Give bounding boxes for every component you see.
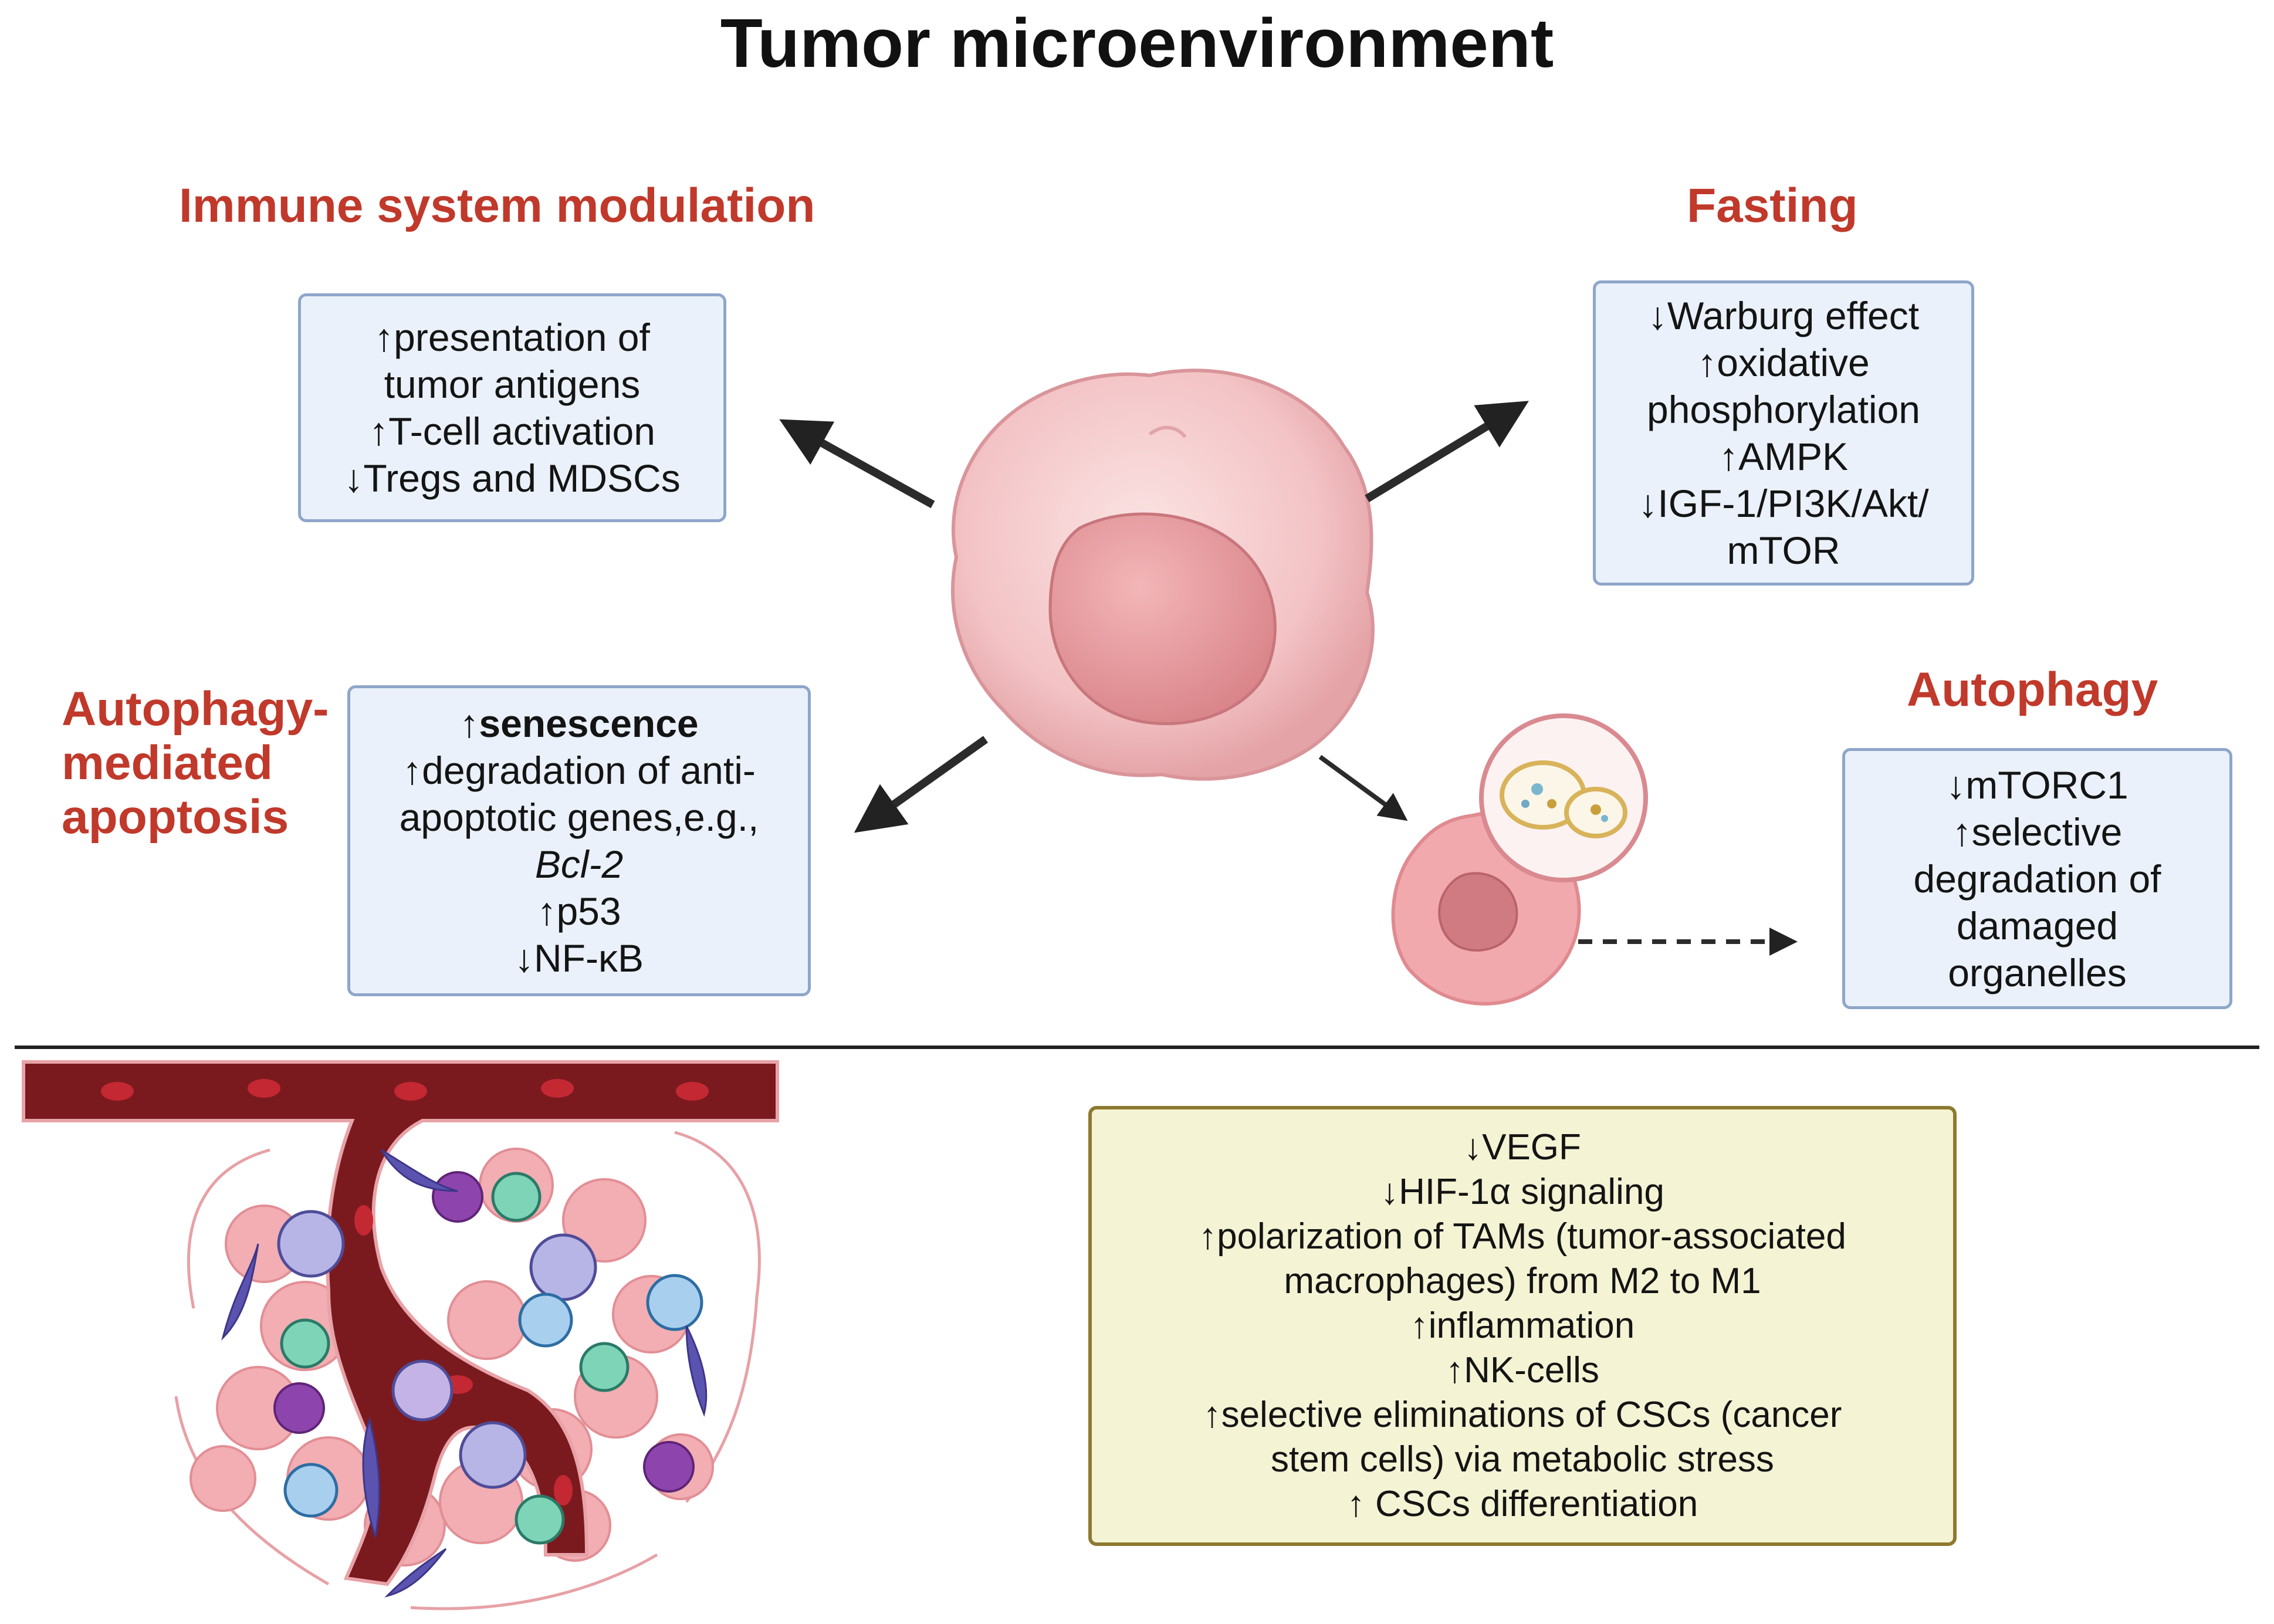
tme-line-4: macrophages) from M2 to M1 bbox=[1284, 1261, 1761, 1301]
tumor-microenvironment-illustration bbox=[22, 1060, 779, 1611]
fasting-heading: Fasting bbox=[1687, 179, 1858, 232]
tme-line-7: ↑selective eliminations of CSCs (cancer bbox=[1203, 1395, 1842, 1435]
tme-effects-box: ↓VEGF ↓HIF-1α signaling ↑polarization of… bbox=[1088, 1106, 1957, 1546]
autophagy-box: ↓mTORC1 ↑selective degradation of damage… bbox=[1842, 748, 2232, 1009]
fasting-line-5: ↓IGF-1/PI3K/Akt/ bbox=[1638, 482, 1929, 525]
tme-line-3: ↑polarization of TAMs (tumor-associated bbox=[1199, 1216, 1846, 1257]
autophagy-heading: Autophagy bbox=[1907, 663, 2158, 716]
page-title: Tumor microenvironment bbox=[720, 5, 1554, 82]
arrow-to-apoptosis bbox=[854, 736, 989, 833]
autophagosome-bubble-icon bbox=[1479, 713, 1648, 882]
apoptosis-line-3: apoptotic genes,e.g., bbox=[399, 796, 759, 839]
arrow-to-immune bbox=[779, 419, 935, 509]
tme-line-9: ↑ CSCs differentiation bbox=[1346, 1484, 1698, 1524]
fasting-line-4: ↑AMPK bbox=[1718, 435, 1849, 478]
autophagy-line-4: damaged bbox=[1956, 904, 2119, 948]
tme-line-2: ↓HIF-1α signaling bbox=[1380, 1172, 1664, 1212]
apoptosis-line-2: ↑degradation of anti- bbox=[402, 749, 756, 792]
fasting-line-1: ↓Warburg effect bbox=[1647, 294, 1920, 337]
immune-line-1: ↑presentation of bbox=[374, 316, 650, 359]
immune-line-4: ↓Tregs and MDSCs bbox=[344, 456, 681, 500]
autophagy-line-5: organelles bbox=[1948, 950, 2127, 994]
autophagy-line-1: ↓mTORC1 bbox=[1946, 763, 2129, 807]
tme-line-6: ↑NK-cells bbox=[1446, 1350, 1599, 1390]
immune-box: ↑presentation of tumor antigens ↑T-cell … bbox=[298, 293, 726, 522]
apoptosis-box: ↑senescence ↑degradation of anti- apopto… bbox=[347, 685, 811, 996]
immune-heading: Immune system modulation bbox=[179, 179, 815, 232]
apoptosis-heading-line-2: mediated bbox=[62, 736, 273, 790]
fasting-line-2: ↑oxidative bbox=[1697, 341, 1870, 384]
tme-line-8: stem cells) via metabolic stress bbox=[1271, 1439, 1774, 1480]
fasting-line-3: phosphorylation bbox=[1647, 388, 1920, 431]
apoptosis-heading: Autophagy- mediated apoptosis bbox=[62, 682, 329, 844]
immune-line-3: ↑T-cell activation bbox=[369, 410, 655, 453]
autophagy-line-2: ↑selective bbox=[1952, 810, 2123, 854]
immune-line-2: tumor antigens bbox=[384, 363, 641, 406]
apoptosis-heading-line-3: apoptosis bbox=[62, 790, 289, 844]
apoptosis-line-4: Bcl-2 bbox=[534, 843, 624, 886]
arrow-to-fasting bbox=[1365, 401, 1529, 502]
apoptosis-line-6: ↓NF-κB bbox=[515, 936, 644, 980]
apoptosis-heading-line-1: Autophagy- bbox=[62, 682, 329, 736]
fasting-box: ↓Warburg effect ↑oxidative phosphorylati… bbox=[1593, 280, 1974, 586]
tumor-cell-icon bbox=[950, 368, 1375, 781]
tme-line-5: ↑inflammation bbox=[1410, 1305, 1635, 1346]
autophagy-line-3: degradation of bbox=[1913, 857, 2161, 901]
fasting-line-6: mTOR bbox=[1727, 529, 1840, 572]
apoptosis-line-5: ↑p53 bbox=[537, 889, 621, 933]
arrow-to-autophagy-cell bbox=[1318, 755, 1408, 821]
apoptosis-line-1: ↑senescence bbox=[459, 702, 699, 745]
tme-line-1: ↓VEGF bbox=[1464, 1127, 1581, 1168]
